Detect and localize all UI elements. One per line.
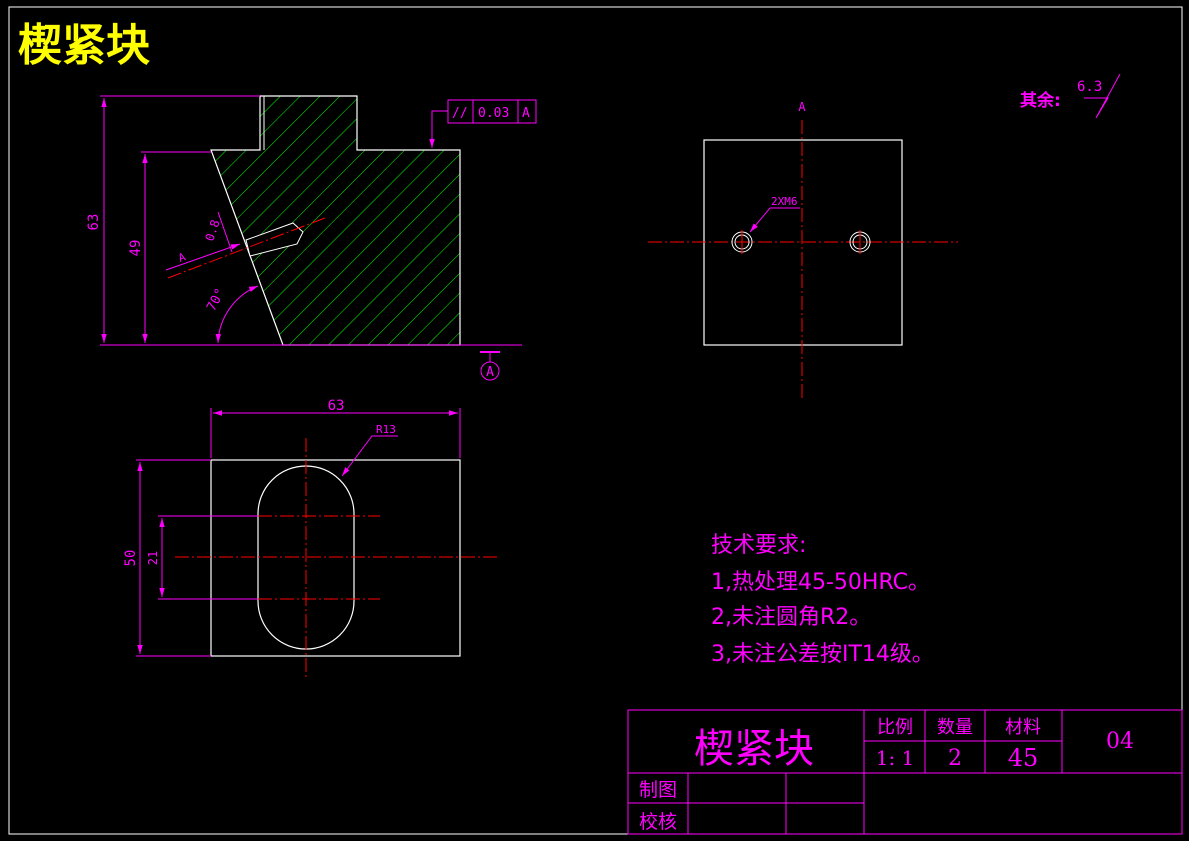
title-part-name: 楔紧块 [694,726,814,772]
roughness-symbol [1084,73,1121,119]
front-view-section [210,95,461,346]
roughness-label: 其余: [1020,90,1061,111]
title-drawn-label: 制图 [639,779,677,801]
dim-width: 63 [328,398,345,414]
title-checked-label: 校核 [639,811,677,833]
front-view: 63 49 70° 0.8 A // 0.03 A A [86,95,537,381]
top-view-outline [210,459,461,657]
title-scale-label: 比例 [877,717,913,738]
hole-centerline [167,217,326,279]
parallel-symbol: // [452,106,468,121]
tech-heading: 技术要求: [711,533,806,558]
dim-depth: 50 [123,550,139,567]
tech-item-1: 1,热处理45-50HRC。 [711,570,930,595]
title-scale-value: 1: 1 [876,746,915,770]
dim-height-slope: 49 [128,240,144,257]
drawing-title: 楔紧块 [18,20,150,71]
dim-hole-offset: 0.8 [203,218,223,243]
tech-item-2: 2,未注圆角R2。 [711,605,871,630]
dim-radius: R13 [376,423,396,436]
parallel-tolerance: 0.03 [478,106,509,121]
section-label: A [177,250,188,265]
title-block [627,709,1183,835]
title-drawing-no: 04 [1106,729,1134,754]
side-view-label: A [798,100,806,114]
datum-label: A [486,365,494,380]
title-material-value: 45 [1008,744,1039,772]
title-qty-label: 数量 [937,717,973,738]
tech-requirements: 技术要求: 1,热处理45-50HRC。 2,未注圆角R2。 3,未注公差按IT… [711,533,934,667]
roughness-note: 其余: 6.3 [1020,73,1121,119]
title-qty-value: 2 [948,746,962,771]
hole-callout: 2XM6 [771,195,798,208]
tech-item-3: 3,未注公差按IT14级。 [711,642,934,667]
datum-symbol: A [480,351,500,381]
dim-height-total: 63 [86,214,102,231]
roughness-value: 6.3 [1077,79,1102,95]
front-view-hole [245,222,304,257]
dim-angle: 70° [204,286,228,314]
top-view: 63 R13 50 21 [123,398,497,680]
side-view: A 2XM6 [648,100,958,398]
title-material-label: 材料 [1005,717,1041,738]
dim-slot: 21 [146,551,160,565]
slot-outline [257,465,355,650]
parallelism-frame: // 0.03 A [429,99,537,148]
sheet-border [8,6,1183,835]
parallel-datum: A [522,106,530,121]
